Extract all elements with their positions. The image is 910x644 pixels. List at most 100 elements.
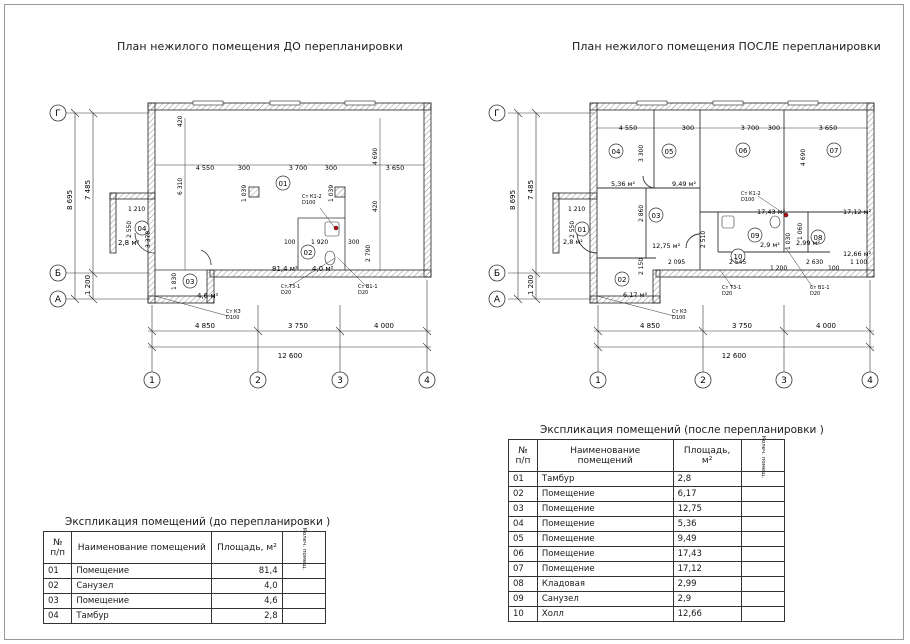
room-after-08-no: 08 xyxy=(814,234,823,242)
axis-after-label-A: А xyxy=(494,295,501,305)
cell-name: Тамбур xyxy=(71,608,213,624)
dim-before-420a: 420 xyxy=(177,115,184,127)
cell-area: 17,43 xyxy=(672,546,742,562)
room-before-03-marker xyxy=(182,273,198,289)
room-after-05-area: 9,49 м² xyxy=(672,180,696,188)
cell-qty xyxy=(740,576,786,592)
dim-left-inner: 7 485 xyxy=(84,180,92,200)
cell-area: 17,12 xyxy=(672,561,742,577)
cell-area: 2,9 xyxy=(672,591,742,607)
axis-marker-2 xyxy=(249,371,267,389)
dim-after-bottom-2: 3 750 xyxy=(732,322,752,330)
cell-no: 01 xyxy=(42,563,73,579)
room-after-07-area: 17,12 м² xyxy=(843,208,872,216)
table-before: № п/п Наименование помещений Площадь, м²… xyxy=(42,527,327,624)
dim-before-6310: 6 310 xyxy=(177,178,184,195)
table-before-title: Экспликация помещений (до перепланировки… xyxy=(65,516,331,528)
cell-no: 02 xyxy=(42,578,73,594)
cell-area: 6,17 xyxy=(672,486,742,502)
cell-qty xyxy=(281,578,327,594)
header-qty: Колеч. помещ. xyxy=(281,527,327,570)
axis-after-label-G: Г xyxy=(494,109,500,119)
room-after-02-marker xyxy=(614,271,630,287)
dim-bottom-2: 3 750 xyxy=(288,322,308,330)
dim-after-bottom-total: 12 600 xyxy=(722,352,747,360)
dim-after-top-3: 300 xyxy=(768,124,780,132)
room-after-04-marker xyxy=(608,143,624,159)
dim-before-top-3: 300 xyxy=(325,164,337,172)
axis-marker-4 xyxy=(418,371,436,389)
axis-marker-A xyxy=(49,290,67,308)
cell-qty xyxy=(740,546,786,562)
axis-after-marker-1 xyxy=(589,371,607,389)
dim-before-2550: 2 550 xyxy=(126,221,133,238)
header-no: № п/п xyxy=(508,439,538,472)
dim-after-left-lower: 1 200 xyxy=(527,275,535,295)
cell-qty xyxy=(281,608,327,624)
cell-no: 06 xyxy=(508,546,538,562)
axis-label-3: 3 xyxy=(337,376,343,386)
axis-after-marker-A xyxy=(488,290,506,308)
dim-left-lower: 1 200 xyxy=(84,275,92,295)
drawing-frame xyxy=(4,4,904,640)
axis-label-1: 1 xyxy=(149,376,155,386)
axis-label-2: 2 xyxy=(255,376,261,386)
cell-no: 04 xyxy=(42,608,73,624)
cell-name: Холл xyxy=(536,606,674,622)
room-after-10-no: 10 xyxy=(734,253,743,261)
room-after-03-area: 12,75 м² xyxy=(652,242,681,250)
dim-before-1210: 1 210 xyxy=(128,206,145,213)
cell-qty xyxy=(740,516,786,532)
room-before-04-marker xyxy=(134,220,150,236)
cell-no: 05 xyxy=(508,531,538,547)
cell-area: 2,8 xyxy=(211,608,283,624)
room-after-01-marker xyxy=(574,221,590,237)
cell-no: 07 xyxy=(508,561,538,577)
dim-after-2860: 2 860 xyxy=(638,205,645,222)
dim-before-1830: 1 830 xyxy=(171,273,178,290)
room-after-10-area: 12,66 м² xyxy=(843,250,872,258)
header-no: № п/п xyxy=(42,531,73,564)
room-before-04-no: 04 xyxy=(138,225,147,233)
table-after: № п/п Наименование помещений Площадь, м²… xyxy=(508,435,786,622)
cell-no: 04 xyxy=(508,516,538,532)
axis-marker-1 xyxy=(143,371,161,389)
cell-area: 2,99 xyxy=(672,576,742,592)
axis-after-label-B: Б xyxy=(494,269,500,279)
dim-after-top-4: 3 650 xyxy=(819,124,838,132)
header-name: Наименование помещений xyxy=(536,439,674,472)
cell-area: 2,8 xyxy=(672,471,742,487)
axis-marker-3 xyxy=(331,371,349,389)
room-after-04-area: 5,36 м² xyxy=(611,180,635,188)
axis-after-label-2: 2 xyxy=(700,376,706,386)
cell-name: Помещение xyxy=(536,531,674,547)
cell-qty xyxy=(740,531,786,547)
room-after-01-area: 2,8 м² xyxy=(563,238,583,246)
room-after-08-area: 2,99 м² xyxy=(796,239,820,247)
cell-name: Помещение xyxy=(536,486,674,502)
dim-bottom-1: 4 850 xyxy=(195,322,215,330)
dim-before-3370: 3 370 xyxy=(145,231,152,248)
room-after-07-marker xyxy=(826,142,842,158)
dim-after-1030: 1 030 xyxy=(785,233,792,250)
room-after-09-no: 09 xyxy=(751,232,760,240)
cell-area: 9,49 xyxy=(672,531,742,547)
dim-left-outer: 8 695 xyxy=(66,190,74,210)
dim-before-top-1: 300 xyxy=(238,164,250,172)
dim-after-top-2: 3 700 xyxy=(741,124,760,132)
header-name: Наименование помещений xyxy=(71,531,213,564)
cell-qty xyxy=(740,501,786,517)
axis-after-marker-B xyxy=(488,264,506,282)
